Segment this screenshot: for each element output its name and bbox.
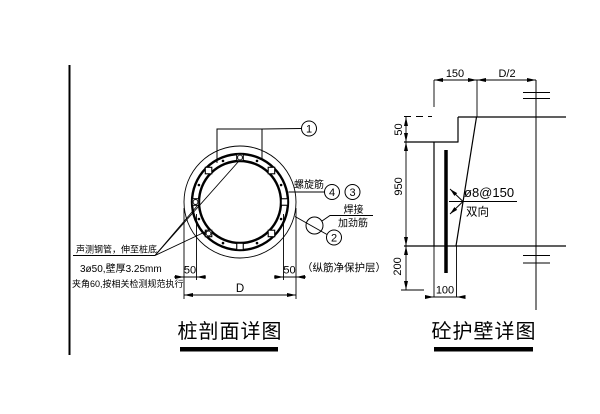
callout-1-leader (261, 128, 302, 130)
spiral-rebar-label: 螺旋筋 (294, 178, 324, 191)
weld-label-top: 焊接 (344, 203, 364, 216)
wall-thickness-dimension: 100 (425, 285, 466, 299)
dim-width-top: 150 (446, 68, 464, 80)
guard-wall-view: 150 D/2 (392, 68, 566, 352)
guard-wall-title-underline (434, 347, 533, 352)
wall-top-dimension: 150 D/2 (433, 68, 536, 117)
dim-wall-thickness: 100 (436, 285, 454, 297)
callout-1-bracket (216, 128, 263, 163)
rebar-direction-label: 双向 (466, 205, 489, 219)
pile-section-title-underline (180, 347, 278, 352)
callout-bubble-3: 3 (344, 184, 361, 200)
dim-half-diameter: D/2 (498, 68, 515, 80)
sonic-pipe-note-block: 声测钢管，伸至桩底 3ø50,壁厚3.25mm 夹角60,按相关检测规范执行 (72, 161, 239, 289)
pile-dimensions: 50 50 D (174, 208, 306, 299)
sonic-note-line3: 夹角60,按相关检测规范执行 (72, 278, 184, 289)
pile-circles (183, 145, 297, 259)
pile-outline-circle (183, 145, 297, 259)
weld-marker-circle (305, 216, 324, 235)
callout-bubble-2: 2 (326, 229, 342, 246)
sonic-test-pipes (192, 154, 243, 237)
callout-2-number: 2 (331, 233, 337, 245)
pile-section-view: 1 螺旋筋 4 3 焊接 加劲筋 2 声测钢管，伸至桩底 3ø50,壁厚3.25… (72, 120, 386, 352)
rebar-callout: ø8@150 双向 (449, 185, 517, 219)
dim-lap-length: 200 (392, 257, 404, 275)
rebar-spec-label: ø8@150 (464, 185, 514, 200)
guard-wall-title: 砼护壁详图 (432, 320, 537, 343)
callout-4-number: 4 (329, 187, 335, 199)
callout-bubble-4: 4 (324, 184, 340, 200)
weld-label-bottom: 加劲筋 (338, 217, 368, 230)
dim-wall-height: 950 (393, 177, 405, 195)
dim-step-height: 50 (393, 123, 405, 135)
wall-height-dimensions: 50 950 200 (392, 117, 424, 291)
pile-section-title: 桩剖面详图 (178, 320, 283, 343)
callout-bubble-1: 1 (301, 120, 317, 137)
spiral-wire-dots (197, 159, 283, 245)
sonic-note-line1: 声测钢管，伸至桩底 (76, 244, 157, 255)
callout-1-number: 1 (306, 124, 312, 136)
sonic-note-line2: 3ø50,壁厚3.25mm (80, 262, 162, 275)
wall-profile (404, 116, 566, 297)
dim-cover-right: 50 (283, 265, 295, 277)
dim-cover-left: 50 (184, 265, 196, 277)
callout-2-leader (294, 216, 328, 235)
weld-leader (321, 215, 373, 222)
centerline-break-marks (523, 92, 550, 264)
callout-3-number: 3 (349, 187, 355, 199)
dim-diameter: D (236, 283, 244, 295)
cover-note: （纵筋净保护层） (302, 261, 386, 274)
